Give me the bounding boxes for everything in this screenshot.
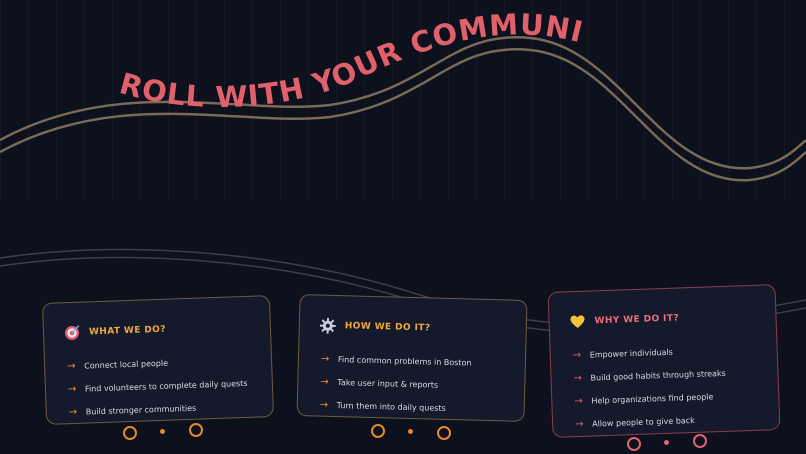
card-title: WHY WE DO IT? <box>594 313 680 327</box>
background-grid <box>0 0 806 200</box>
arrow-right-icon: → <box>320 376 329 388</box>
hero-title: ROLL WITH YOUR COMMUNITY <box>0 0 587 114</box>
how-we-do-it-card: HOW WE DO IT? →Find common problems in B… <box>296 294 528 422</box>
decor-ring <box>693 434 707 448</box>
target-icon <box>64 325 81 342</box>
arrow-right-icon: → <box>574 418 584 431</box>
arrow-right-icon: → <box>68 406 78 419</box>
gear-icon <box>319 317 336 334</box>
arrow-right-icon: → <box>67 383 77 396</box>
decor-ring <box>189 423 203 437</box>
arrow-right-icon: → <box>66 360 76 373</box>
list-item: →Turn them into daily quests <box>319 399 446 413</box>
decor-ring <box>437 426 451 440</box>
heart-icon <box>569 314 586 331</box>
arrow-right-icon: → <box>572 349 582 362</box>
decor-ring <box>627 437 641 451</box>
arrow-right-icon: → <box>573 372 583 385</box>
card-title: WHAT WE DO? <box>88 324 167 338</box>
why-we-do-it-card: WHY WE DO IT? →Empower individuals →Buil… <box>547 284 781 438</box>
what-we-do-card: WHAT WE DO? →Connect local people →Find … <box>41 295 275 425</box>
decor-dot <box>408 429 413 434</box>
decor-ring <box>371 424 385 438</box>
decor-dot <box>664 440 669 445</box>
card-title: HOW WE DO IT? <box>344 321 431 334</box>
decor-dot <box>160 429 165 434</box>
arrow-right-icon: → <box>320 353 330 365</box>
list-item: →Allow people to give back <box>574 415 695 431</box>
decor-ring <box>123 426 137 440</box>
arrow-right-icon: → <box>319 399 329 411</box>
arrow-right-icon: → <box>574 395 583 408</box>
